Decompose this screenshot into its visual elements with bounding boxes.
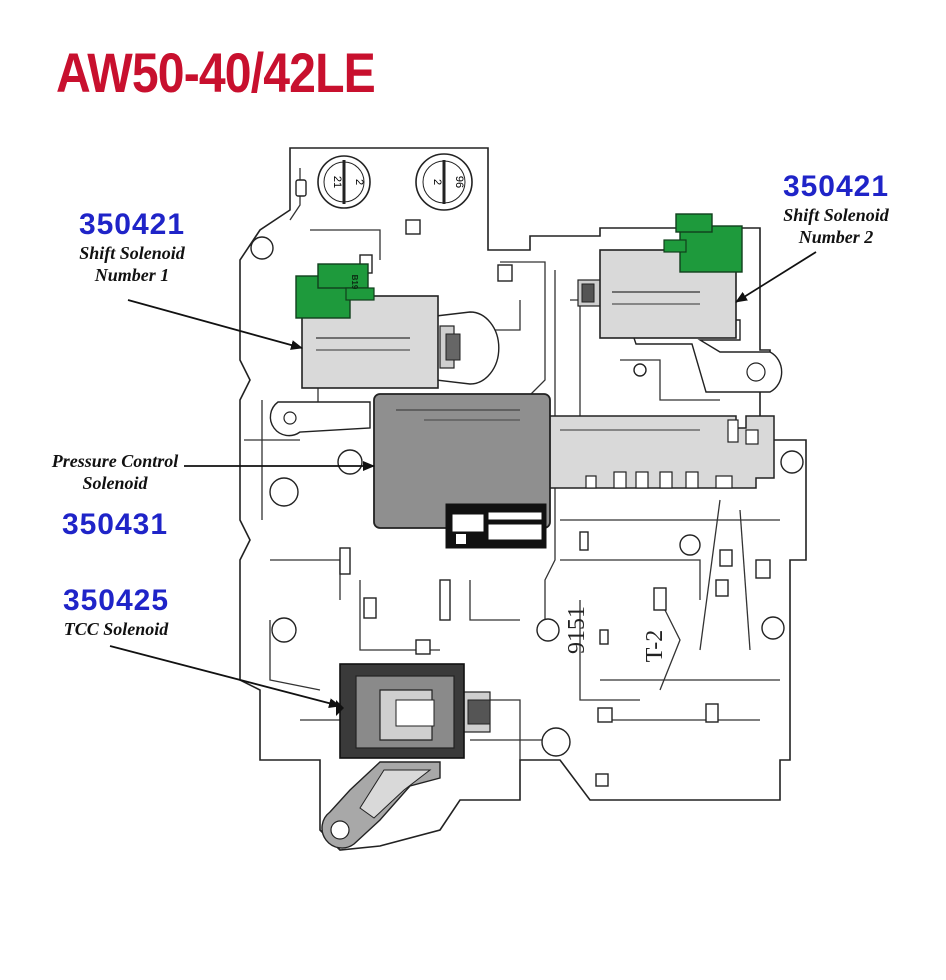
label-tcc-solenoid: 350425 TCC Solenoid <box>46 584 186 640</box>
shift-solenoid-1: B19 <box>269 263 500 437</box>
desc-pressure-line2: Solenoid <box>82 473 148 493</box>
plug-2-top-text: 2 <box>431 179 443 185</box>
tcc-solenoid <box>321 663 491 849</box>
desc-shift-2-line1: Shift Solenoid <box>783 205 889 225</box>
part-number-shift-1: 350421 <box>78 208 186 241</box>
plug-1-bottom-text: 2 <box>353 179 365 185</box>
plug-2: 2 96 <box>415 153 473 211</box>
part-number-pressure: 350431 <box>61 508 169 541</box>
page-title: AW50-40/42LE <box>56 41 376 104</box>
label-shift-solenoid-1: 350421 Shift Solenoid Number 1 <box>62 208 202 286</box>
desc-shift-1-line1: Shift Solenoid <box>79 243 185 263</box>
arrow-shift-solenoid-1 <box>127 299 303 350</box>
part-number-tcc: 350425 <box>62 584 170 617</box>
valve-body-passages <box>244 168 780 760</box>
pressure-control-solenoid <box>373 393 775 549</box>
label-shift-solenoid-2: 350421 Shift Solenoid Number 2 <box>766 170 906 248</box>
casting-number: 9151 <box>564 606 590 654</box>
desc-shift-1-line2: Number 1 <box>94 265 170 285</box>
casting-code: T-2 <box>642 630 668 662</box>
desc-pressure-line1: Pressure Control <box>51 451 179 471</box>
desc-shift-2-line2: Number 2 <box>798 227 874 247</box>
label-pressure-control-solenoid: Pressure Control Solenoid 350431 <box>30 450 200 542</box>
shift-solenoid-2 <box>577 213 783 393</box>
desc-tcc-line1: TCC Solenoid <box>63 619 169 639</box>
connector-code: B19 <box>350 275 359 290</box>
plug-2-bottom-text: 96 <box>453 176 465 188</box>
plug-1: 21 2 <box>317 155 371 209</box>
leader-arrows <box>109 251 817 709</box>
arrow-shift-solenoid-2 <box>735 251 817 303</box>
arrow-tcc-solenoid <box>109 645 341 709</box>
part-number-shift-2: 350421 <box>782 170 890 203</box>
plug-1-top-text: 21 <box>331 176 343 188</box>
